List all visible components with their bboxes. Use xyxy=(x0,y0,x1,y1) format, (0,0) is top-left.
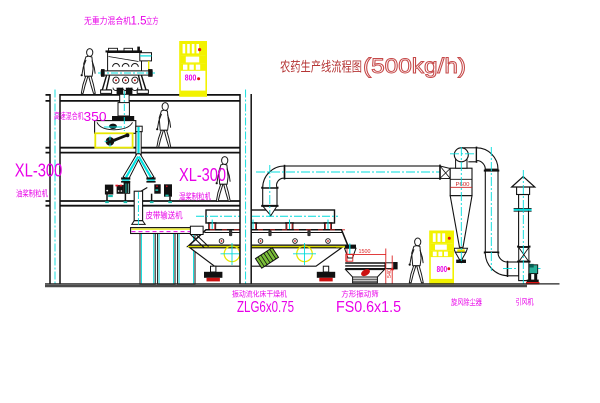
svg-text:ZLG6x0.75: ZLG6x0.75 xyxy=(237,299,294,316)
svg-text:湿桨制粒机: 湿桨制粒机 xyxy=(179,192,211,202)
svg-text:FS0.6x1.5: FS0.6x1.5 xyxy=(336,299,401,316)
svg-text:XL-300: XL-300 xyxy=(15,159,63,180)
svg-text:1.5: 1.5 xyxy=(131,16,147,28)
svg-text:1500: 1500 xyxy=(359,249,371,255)
svg-text:无重力混合机: 无重力混合机 xyxy=(84,15,131,26)
svg-text:350: 350 xyxy=(84,109,107,124)
svg-text:方形振动筛: 方形振动筛 xyxy=(341,289,379,299)
svg-text:800: 800 xyxy=(185,73,197,83)
svg-text:引风机: 引风机 xyxy=(516,297,534,307)
svg-text:振动流化床干燥机: 振动流化床干燥机 xyxy=(232,289,287,299)
svg-text:P600: P600 xyxy=(456,182,470,188)
svg-text:立方: 立方 xyxy=(146,15,159,26)
svg-text:(500kg/h): (500kg/h) xyxy=(363,55,466,78)
svg-text:XL-300: XL-300 xyxy=(179,164,226,185)
svg-text:农药生产线流程图: 农药生产线流程图 xyxy=(280,60,362,75)
svg-text:800: 800 xyxy=(437,265,448,274)
svg-text:油桨制粒机: 油桨制粒机 xyxy=(16,189,48,199)
svg-text:高速混合机: 高速混合机 xyxy=(54,111,84,121)
svg-text:540: 540 xyxy=(387,269,393,278)
svg-text:旋风除尘器: 旋风除尘器 xyxy=(451,297,482,307)
svg-text:皮带输送机: 皮带输送机 xyxy=(146,210,183,221)
